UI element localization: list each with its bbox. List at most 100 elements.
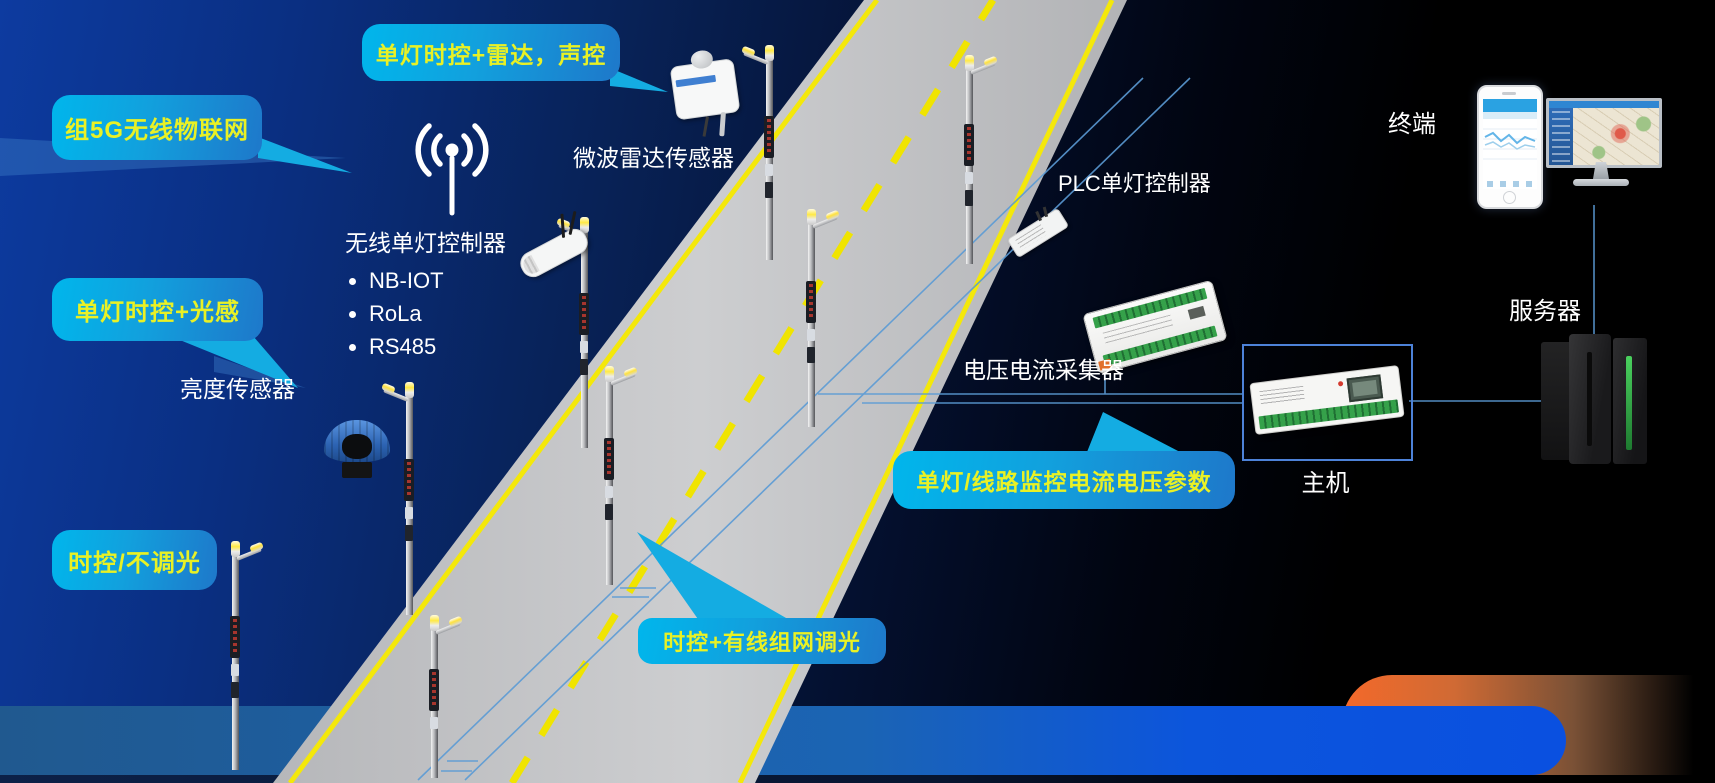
pole-sign bbox=[580, 340, 588, 353]
wireless-controller-options: NB-IOT RoLa RS485 bbox=[345, 264, 506, 363]
server-tower bbox=[1541, 342, 1573, 460]
lamp-head bbox=[965, 55, 974, 71]
street-lamp-pole bbox=[806, 209, 838, 427]
callout-light-sense: 单灯时控+光感 bbox=[52, 278, 263, 341]
street-lamp-pole bbox=[558, 217, 589, 448]
background-streaks bbox=[0, 138, 346, 388]
street-lamp-pole bbox=[429, 615, 461, 778]
pole-box bbox=[231, 682, 239, 699]
monitor-sidebar bbox=[1549, 108, 1573, 165]
pole-box bbox=[965, 189, 973, 206]
lamp-head bbox=[807, 209, 816, 225]
pole-sign bbox=[405, 506, 413, 519]
pole-banner bbox=[806, 280, 816, 323]
controller-ribs bbox=[520, 254, 540, 277]
monitor-base bbox=[1573, 179, 1629, 186]
controller-antenna bbox=[559, 214, 565, 239]
pole-box bbox=[765, 181, 773, 198]
host-led bbox=[1337, 380, 1344, 387]
controller-pin bbox=[1035, 210, 1043, 222]
terminal-strip bbox=[1258, 399, 1400, 430]
monitor-app-header bbox=[1549, 101, 1659, 108]
phone-app-header bbox=[1483, 99, 1537, 112]
street-lamp-pole bbox=[230, 541, 262, 770]
pole-sign bbox=[430, 717, 438, 730]
callout-wired-dim: 时控+有线组网调光 bbox=[638, 618, 886, 664]
pole-sign bbox=[965, 171, 973, 184]
host-device-image bbox=[1249, 365, 1405, 435]
lamp-head bbox=[605, 366, 614, 382]
phone-app-subheader bbox=[1483, 112, 1537, 119]
sensor-probe bbox=[719, 112, 726, 137]
pole-banner bbox=[604, 438, 614, 481]
network-lines bbox=[417, 77, 1595, 781]
controller-pin bbox=[1042, 206, 1049, 218]
bottom-dark-strip bbox=[0, 773, 1715, 783]
brightness-sensor-image bbox=[324, 420, 394, 486]
controller-body bbox=[1006, 206, 1070, 259]
server-towers-image bbox=[1541, 332, 1647, 468]
terminal-monitor-image bbox=[1546, 98, 1664, 198]
server-tower bbox=[1613, 338, 1647, 464]
lamp-head bbox=[405, 382, 414, 398]
street-lamp-pole bbox=[383, 382, 414, 615]
plc-controller-image bbox=[998, 196, 1084, 268]
lamp-head bbox=[231, 541, 240, 557]
street-lamp-pole bbox=[743, 45, 774, 260]
lamp-head bbox=[430, 615, 439, 631]
label-plc-controller: PLC单灯控制器 bbox=[1058, 171, 1211, 196]
sensor-antenna bbox=[702, 116, 709, 137]
callout-5g-iot: 组5G无线物联网 bbox=[52, 95, 262, 160]
label-host: 主机 bbox=[1301, 470, 1350, 497]
pole-box bbox=[405, 524, 413, 541]
wireless-signal-icon bbox=[415, 123, 489, 216]
controller-text-lines bbox=[1015, 224, 1048, 251]
street-lamp-pole bbox=[964, 55, 996, 264]
lamp-head bbox=[580, 217, 589, 233]
phone-speaker bbox=[1502, 92, 1516, 95]
phone-home-button bbox=[1503, 191, 1516, 204]
option-rola: RoLa bbox=[369, 297, 506, 330]
callout-radar-voice: 单灯时控+雷达，声控 bbox=[362, 24, 620, 81]
option-nb-iot: NB-IOT bbox=[369, 264, 506, 297]
server-tower bbox=[1569, 334, 1611, 464]
pole-banner bbox=[404, 458, 414, 501]
pole-banner bbox=[579, 292, 589, 335]
callout-timed-no-dim: 时控/不调光 bbox=[52, 530, 217, 590]
label-server: 服务器 bbox=[1509, 298, 1581, 325]
pole-sign bbox=[605, 486, 613, 499]
phone-tab-icons bbox=[1487, 181, 1533, 187]
controller-antenna bbox=[568, 211, 576, 236]
pole-box bbox=[580, 358, 588, 375]
pole-sign bbox=[231, 664, 239, 677]
collector-tag bbox=[1187, 305, 1206, 320]
lamp-head bbox=[765, 45, 774, 61]
monitor-screen bbox=[1546, 98, 1662, 168]
label-terminal: 终端 bbox=[1388, 111, 1436, 138]
label-brightness-sensor: 亮度传感器 bbox=[180, 376, 295, 402]
server-status-stripe bbox=[1626, 356, 1632, 450]
lane-line-center-dashed bbox=[509, 0, 996, 783]
phone-chart bbox=[1483, 128, 1537, 160]
option-rs485: RS485 bbox=[369, 330, 506, 363]
host-display bbox=[1346, 374, 1384, 403]
pole-sign bbox=[765, 163, 773, 176]
phone-screen bbox=[1483, 99, 1537, 189]
pole-sign bbox=[807, 328, 815, 341]
pole-box bbox=[807, 346, 815, 363]
sensor-window bbox=[342, 434, 372, 459]
wireless-controller-info: 无线单灯控制器 NB-IOT RoLa RS485 bbox=[345, 224, 506, 363]
monitor-stand bbox=[1593, 162, 1609, 179]
controller-body bbox=[516, 211, 592, 282]
terminal-phone-image bbox=[1477, 85, 1543, 209]
label-collector: 电压电流采集器 bbox=[963, 357, 1124, 383]
host-highlight-box bbox=[1242, 344, 1413, 461]
label-radar-sensor: 微波雷达传感器 bbox=[573, 145, 734, 171]
pole-banner bbox=[230, 616, 240, 659]
monitor-map bbox=[1573, 108, 1659, 165]
callout-tails bbox=[170, 68, 1180, 622]
pole-banner bbox=[429, 669, 439, 712]
label-wireless-controller: 无线单灯控制器 bbox=[345, 230, 506, 256]
